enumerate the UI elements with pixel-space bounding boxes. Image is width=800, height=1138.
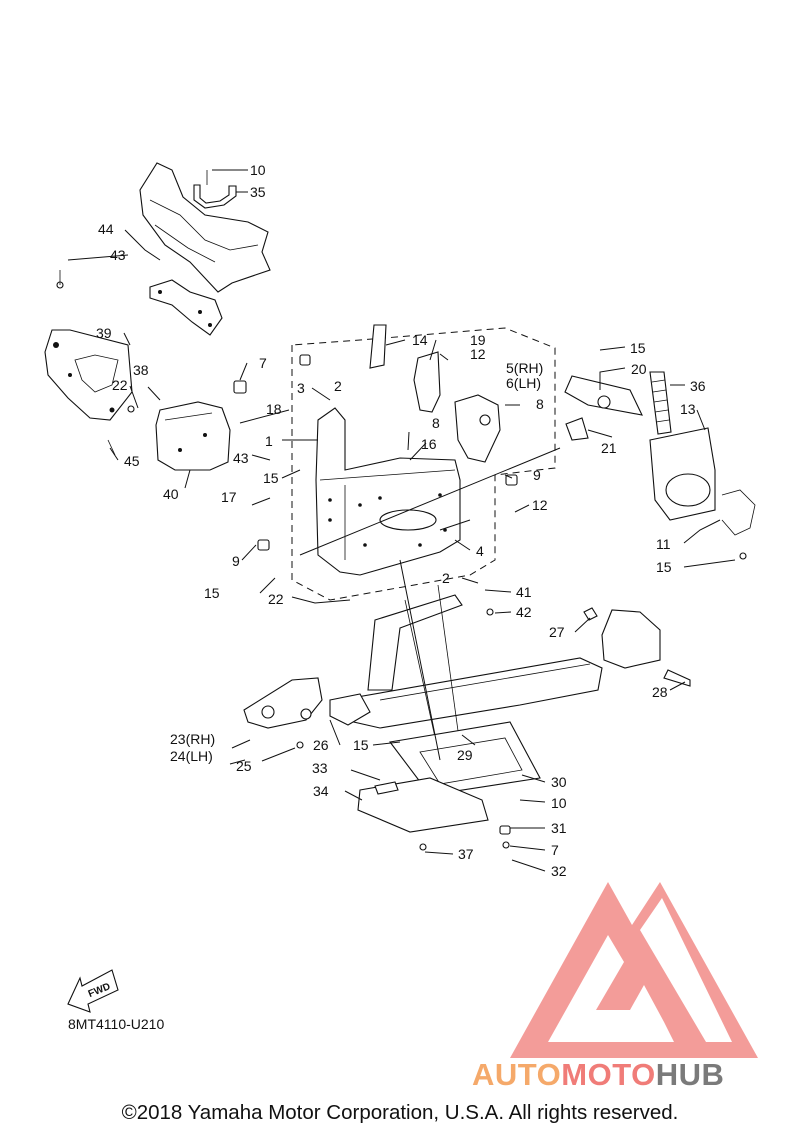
label-17: 17 bbox=[221, 489, 237, 505]
label-39: 39 bbox=[96, 325, 112, 341]
label-18: 18 bbox=[266, 401, 282, 417]
part-39-bracket-drawing bbox=[44, 329, 133, 421]
label-32: 32 bbox=[551, 863, 567, 879]
label-22: 22 bbox=[112, 377, 128, 393]
label-19: 19 bbox=[470, 332, 486, 348]
label-30: 30 bbox=[551, 774, 567, 790]
automotohub-logo-icon bbox=[510, 882, 758, 1058]
part-35-clamp-drawing bbox=[193, 170, 237, 209]
small-fasteners-left bbox=[56, 270, 247, 456]
label-1: 1 bbox=[265, 433, 273, 449]
label-41: 41 bbox=[516, 584, 532, 600]
part-30-skid-plate-drawing bbox=[389, 721, 541, 796]
label-29: 29 bbox=[457, 747, 473, 763]
label-9: 9 bbox=[533, 467, 541, 483]
watermark-text: AUTOMOTOHUB bbox=[472, 1057, 724, 1093]
label-34: 34 bbox=[313, 783, 329, 799]
watermark-hub: HUB bbox=[655, 1057, 725, 1092]
label-11: 11 bbox=[656, 536, 671, 552]
parts-14-19-5-6-drawing bbox=[257, 324, 518, 551]
label-10: 10 bbox=[250, 162, 266, 178]
label-37: 37 bbox=[458, 846, 474, 862]
part-40-cover-drawing bbox=[155, 401, 231, 471]
label-15: 15 bbox=[656, 559, 672, 575]
copyright-notice: ©2018 Yamaha Motor Corporation, U.S.A. A… bbox=[121, 1101, 679, 1124]
label-44: 44 bbox=[98, 221, 114, 237]
label-22: 22 bbox=[268, 591, 284, 607]
part-13-11-housing-drawing bbox=[649, 427, 756, 536]
label-35: 35 bbox=[250, 184, 266, 200]
label-15: 15 bbox=[263, 470, 279, 486]
part-labels: 10 35 44 43 39 7 38 22 45 40 14 19 12 3 … bbox=[96, 162, 706, 879]
label-42: 42 bbox=[516, 604, 532, 620]
label-5-rh: 5(RH) bbox=[506, 360, 543, 376]
label-8: 8 bbox=[432, 415, 440, 431]
watermark-auto: AUTO bbox=[472, 1057, 562, 1092]
label-10: 10 bbox=[551, 795, 567, 811]
label-24-lh: 24(LH) bbox=[170, 748, 213, 764]
label-28: 28 bbox=[652, 684, 668, 700]
label-2: 2 bbox=[334, 378, 342, 394]
label-7: 7 bbox=[551, 842, 559, 858]
part-1-frame-drawing bbox=[315, 407, 461, 576]
label-3: 3 bbox=[297, 380, 305, 396]
label-36: 36 bbox=[690, 378, 706, 394]
label-25: 25 bbox=[236, 758, 252, 774]
label-12: 12 bbox=[532, 497, 548, 513]
watermark-moto: MOTO bbox=[561, 1057, 656, 1092]
part-36-strip-drawing bbox=[649, 371, 672, 435]
label-13: 13 bbox=[680, 401, 696, 417]
fwd-arrow-icon: FWD bbox=[67, 969, 119, 1013]
part-20-plate-drawing bbox=[564, 375, 643, 416]
label-2: 2 bbox=[442, 570, 450, 586]
label-33: 33 bbox=[312, 760, 328, 776]
label-20: 20 bbox=[631, 361, 647, 377]
label-43: 43 bbox=[110, 247, 126, 263]
label-45: 45 bbox=[124, 453, 140, 469]
label-21: 21 bbox=[601, 440, 617, 456]
main-frame-drawing bbox=[339, 584, 603, 761]
label-4: 4 bbox=[476, 543, 484, 559]
label-43: 43 bbox=[233, 450, 249, 466]
label-27: 27 bbox=[549, 624, 565, 640]
label-12: 12 bbox=[470, 346, 486, 362]
label-31: 31 bbox=[551, 820, 567, 836]
part-27-28-bracket-drawing bbox=[583, 607, 691, 687]
label-16: 16 bbox=[421, 436, 437, 452]
label-40: 40 bbox=[163, 486, 179, 502]
part-23-24-bracket-drawing bbox=[243, 677, 323, 729]
small-fasteners-bottom bbox=[296, 552, 747, 851]
label-7: 7 bbox=[259, 355, 267, 371]
label-23-rh: 23(RH) bbox=[170, 731, 215, 747]
label-14: 14 bbox=[412, 332, 428, 348]
label-15: 15 bbox=[353, 737, 369, 753]
label-38: 38 bbox=[133, 362, 149, 378]
part-44-bracket-drawing bbox=[139, 162, 271, 336]
label-15: 15 bbox=[630, 340, 646, 356]
leader-lines bbox=[67, 169, 736, 872]
label-9: 9 bbox=[232, 553, 240, 569]
label-6-lh: 6(LH) bbox=[506, 375, 541, 391]
part-21-wedge-drawing bbox=[565, 417, 589, 441]
label-15: 15 bbox=[204, 585, 220, 601]
part-34-skid-plate-drawing bbox=[357, 777, 489, 833]
part-26-plate-drawing bbox=[329, 693, 371, 726]
label-26: 26 bbox=[313, 737, 329, 753]
label-8: 8 bbox=[536, 396, 544, 412]
diagram-code: 8MT4110-U210 bbox=[68, 1016, 165, 1032]
